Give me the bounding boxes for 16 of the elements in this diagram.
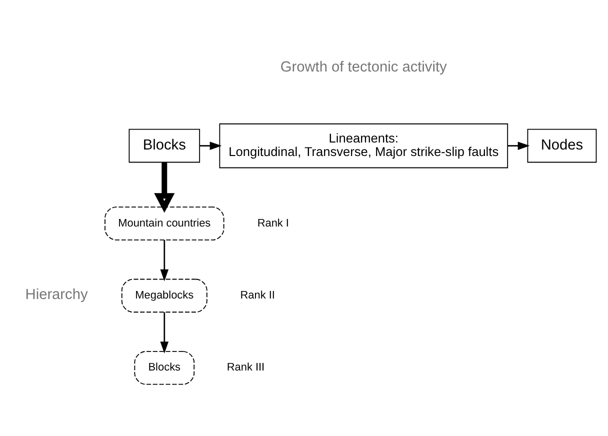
- node-label: Rank I: [257, 217, 289, 230]
- node-box: Megablocks: [121, 278, 208, 313]
- node-label: Rank III: [226, 362, 265, 374]
- node-box: Lineaments: Longitudinal, Transverse, Major strike-slip faults: [219, 123, 508, 168]
- node-box: Mountain countries: [104, 206, 224, 240]
- label: Hierarchy: [25, 287, 88, 304]
- node-box: Blocks: [128, 128, 200, 163]
- arrow: [160, 312, 169, 354]
- node-box: Nodes: [527, 128, 597, 163]
- arrow: [508, 142, 530, 150]
- arrow: [154, 162, 175, 213]
- node-label: Rank II: [240, 290, 275, 302]
- arrow: [160, 240, 169, 282]
- arrow: [200, 142, 222, 150]
- node-box: Blocks: [134, 350, 195, 385]
- label: Growth of tectonic activity: [280, 60, 447, 76]
